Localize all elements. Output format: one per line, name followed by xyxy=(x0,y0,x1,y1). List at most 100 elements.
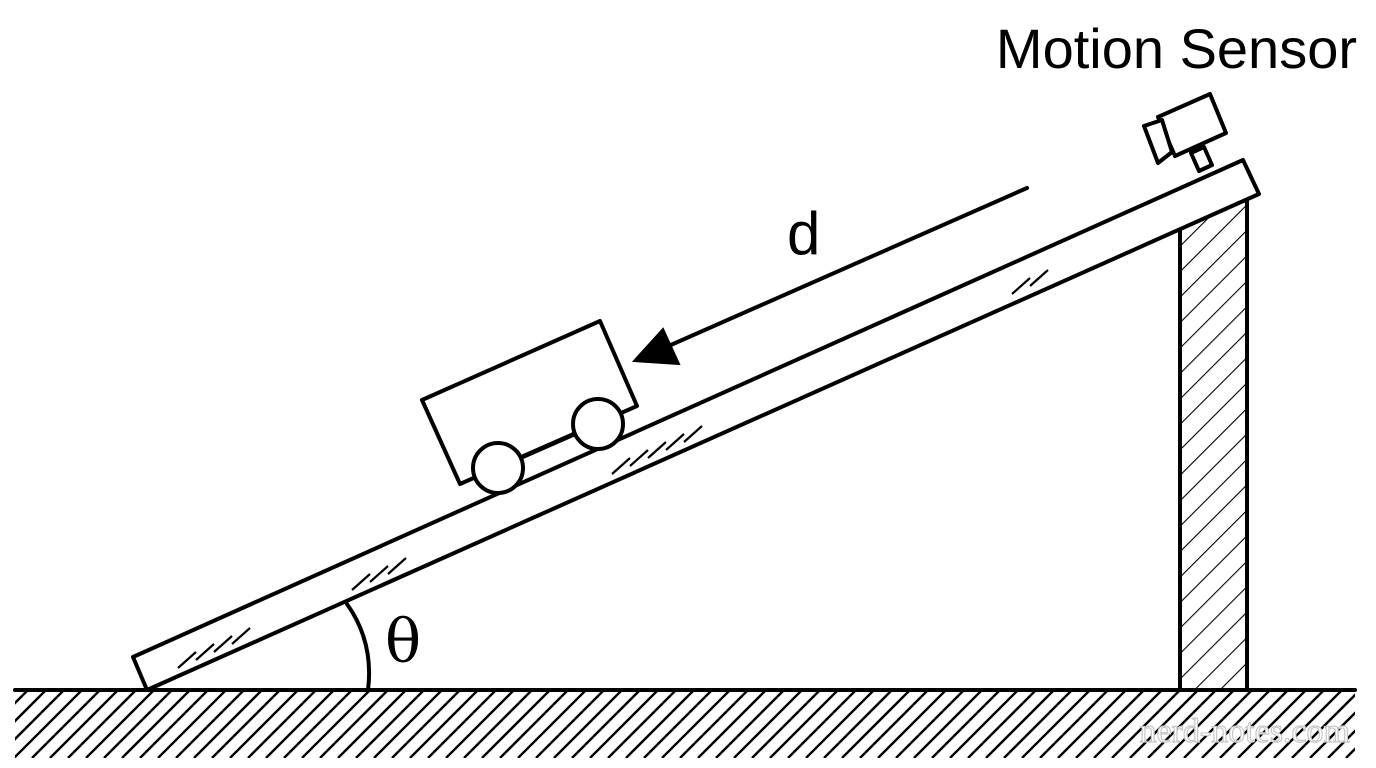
ground xyxy=(13,688,1376,758)
ground-hatch-line xyxy=(1291,693,1355,758)
ground-hatch-line xyxy=(823,690,893,758)
ground-hatch-line xyxy=(409,690,479,758)
ground-hatch-line xyxy=(391,690,461,758)
arrowhead-icon xyxy=(631,327,681,366)
ground-hatch-line xyxy=(715,690,785,758)
angle-label: θ xyxy=(385,607,421,677)
ground-hatch-line xyxy=(15,690,83,758)
ground-hatch-line xyxy=(643,690,713,758)
angle-arc xyxy=(345,602,372,692)
ground-hatch-line xyxy=(535,690,605,758)
ground-hatch-line xyxy=(985,690,1055,758)
ground-hatch-line xyxy=(787,690,857,758)
ground-hatch-line xyxy=(859,690,929,758)
ground-hatch-line xyxy=(1201,690,1271,758)
cart-body xyxy=(420,319,639,486)
ground-hatch-line xyxy=(1165,690,1235,758)
ground-hatch-line xyxy=(1093,690,1163,758)
distance-arrow xyxy=(631,186,1029,366)
ground-hatch-line xyxy=(805,690,875,758)
ground-hatch-line xyxy=(751,690,821,758)
ground-hatch-line xyxy=(103,690,173,758)
support-post xyxy=(1178,195,1249,692)
distance-arrow-shaft xyxy=(662,186,1029,350)
ground-hatch-line xyxy=(697,690,767,758)
ground-hatch-line xyxy=(337,690,407,758)
ground-hatch-line xyxy=(931,690,1001,758)
ground-hatch-line xyxy=(1129,690,1199,758)
ground-hatch-line xyxy=(139,690,209,758)
ground-hatch-line xyxy=(967,690,1037,758)
ground-hatch-line xyxy=(1255,690,1325,758)
ground-hatch-line xyxy=(571,690,641,758)
ground-hatch-line xyxy=(31,690,101,758)
motion-sensor xyxy=(1142,92,1228,173)
ground-hatch-line xyxy=(247,690,317,758)
ramp-hatch-marks xyxy=(177,269,1049,669)
cart-rear-wheel xyxy=(471,441,525,495)
watermark: nerd-notes.com xyxy=(1139,713,1350,750)
ground-hatch-line xyxy=(121,690,191,758)
ground-hatch-line xyxy=(265,690,335,758)
ground-hatch-line xyxy=(301,690,371,758)
ramp xyxy=(131,158,1261,692)
ground-hatch-line xyxy=(1237,690,1307,758)
ground-hatch-line xyxy=(319,690,389,758)
ground-hatch-line xyxy=(283,690,353,758)
ground-hatch-line xyxy=(949,690,1019,758)
ground-hatching xyxy=(15,690,1376,758)
ramp-board xyxy=(131,158,1261,692)
ground-hatch-line xyxy=(229,690,299,758)
ground-hatch-line xyxy=(373,690,443,758)
ground-hatch-line xyxy=(211,690,281,758)
ground-hatch-line xyxy=(517,690,587,758)
ground-hatch-line xyxy=(607,690,677,758)
ground-hatch-line xyxy=(1021,690,1091,758)
ground-hatch-line xyxy=(67,690,137,758)
ground-hatch-line xyxy=(15,690,65,741)
ground-hatch-line xyxy=(445,690,515,758)
sensor-label: Motion Sensor xyxy=(996,17,1357,80)
ground-hatch-line xyxy=(1309,711,1355,758)
post-body xyxy=(1178,195,1249,692)
sensor-lens-icon xyxy=(1142,118,1174,165)
ground-hatch-line xyxy=(877,690,947,758)
ground-hatch-line xyxy=(553,690,623,758)
ground-hatch-line xyxy=(841,690,911,758)
ground-hatch-line xyxy=(499,690,569,758)
ground-hatch-line xyxy=(1327,729,1355,758)
ground-hatch-line xyxy=(157,690,227,758)
ground-hatch-line xyxy=(1183,690,1253,758)
ground-hatch-line xyxy=(1003,690,1073,758)
cart-front-wheel xyxy=(571,397,625,451)
ground-hatch-line xyxy=(589,690,659,758)
ground-hatch-line xyxy=(679,690,749,758)
ground-hatch-line xyxy=(1039,690,1109,758)
ground-hatch-line xyxy=(463,690,533,758)
ground-hatch-line xyxy=(15,690,29,705)
ground-hatch-line xyxy=(1057,690,1127,758)
ground-hatch-line xyxy=(895,690,965,758)
ground-hatch-line xyxy=(49,690,119,758)
ground-hatch-line xyxy=(193,690,263,758)
ground-hatch-line xyxy=(1111,690,1181,758)
cart xyxy=(420,319,639,495)
ground-hatch-line xyxy=(427,690,497,758)
ground-hatch-line xyxy=(625,690,695,758)
ground-hatch-line xyxy=(769,690,839,758)
ground-hatch-line xyxy=(1364,690,1376,758)
sensor-stand xyxy=(1189,145,1214,173)
ground-hatch-line xyxy=(1075,690,1145,758)
ground-hatch-line xyxy=(1273,690,1343,758)
ground-hatch-line xyxy=(481,690,551,758)
ground-hatch-line xyxy=(733,690,803,758)
ground-hatch-line xyxy=(913,690,983,758)
ground-hatch-line xyxy=(15,690,47,723)
ground-hatch-line xyxy=(85,690,155,758)
distance-label: d xyxy=(787,200,820,267)
ground-hatch-line xyxy=(1147,690,1217,758)
ground-hatch-line xyxy=(175,690,245,758)
ground-hatch-line xyxy=(355,690,425,758)
ground-hatch-line xyxy=(1219,690,1289,758)
